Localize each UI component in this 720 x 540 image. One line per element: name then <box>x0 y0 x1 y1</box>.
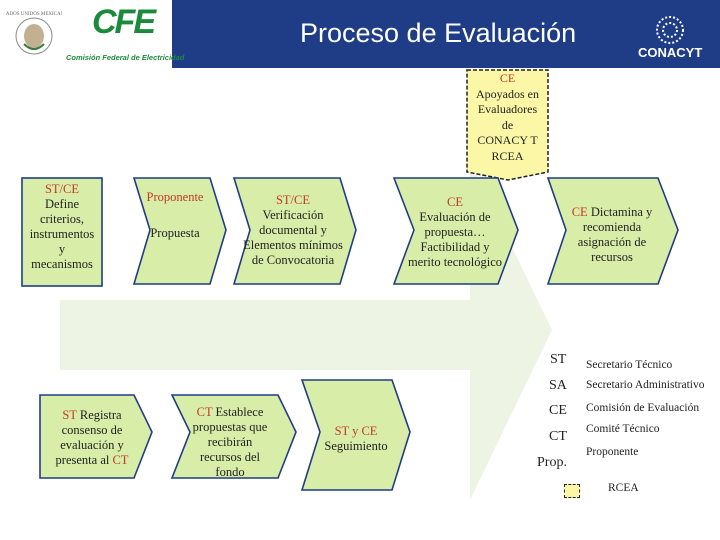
step-verification-shape <box>232 177 357 285</box>
page-title: Proceso de Evaluación <box>300 18 577 48</box>
step-define-criteria-shape <box>21 177 103 287</box>
cfe-logo: CFE Comisión Federal de Electricidad <box>66 3 185 62</box>
step-evaluation: CE Evaluación de propuesta… Factibilidad… <box>407 195 503 269</box>
conacyt-logo: CONACYT <box>632 8 716 66</box>
legend-abbr-sa: SA <box>549 378 567 393</box>
legend-desc-prop: Proponente <box>586 446 639 458</box>
legend-abbr-ce: CE <box>549 403 567 418</box>
legend-desc-sa: Secretario Administrativo <box>586 379 705 391</box>
legend-desc-ce: Comisión de Evaluación <box>586 402 700 414</box>
step-establish-shape <box>170 394 297 479</box>
step-verification: ST/CE Verificación documental y Elemento… <box>243 193 343 267</box>
step-register: ST Registra consenso de evaluación y pre… <box>55 408 129 467</box>
header-bar <box>172 0 720 68</box>
step-establish: CT Establece propuestas que recibirán re… <box>192 405 268 479</box>
step-proposal: Proponente <box>146 190 204 204</box>
rcea-note: CE Apoyados en Evaluadores de CONACY T R… <box>476 71 539 163</box>
legend-abbr-st: ST <box>550 352 567 367</box>
step-dictamina-shape <box>546 177 679 285</box>
legend-abbr-prop: Prop. <box>537 455 567 470</box>
mexico-seal-icon: ESTADOS UNIDOS MEXICANOS <box>0 6 71 62</box>
legend: ST Secretario Técnico SA Secretario Admi… <box>530 350 718 510</box>
step-proposal-shape <box>132 177 227 285</box>
step-define-criteria: ST/CE Define criterios, instrumentos y m… <box>29 182 95 271</box>
step-register-shape <box>39 394 153 479</box>
legend-desc-rcea: RCEA <box>608 482 639 494</box>
legend-desc-st: Secretario Técnico <box>586 359 673 371</box>
legend-abbr-ct: CT <box>549 429 567 444</box>
svg-text:ESTADOS UNIDOS MEXICANOS: ESTADOS UNIDOS MEXICANOS <box>6 12 62 17</box>
legend-desc-ct: Comité Técnico <box>586 423 660 435</box>
step-followup: ST y CE Seguimiento <box>324 424 388 453</box>
step-dictamina: CE Dictamina y recomienda asignación de … <box>571 205 653 264</box>
step-followup-shape <box>300 379 411 491</box>
step-evaluation-shape <box>392 177 519 285</box>
rcea-swatch-icon <box>564 484 580 498</box>
step-proposal-label: Propuesta <box>150 226 200 240</box>
